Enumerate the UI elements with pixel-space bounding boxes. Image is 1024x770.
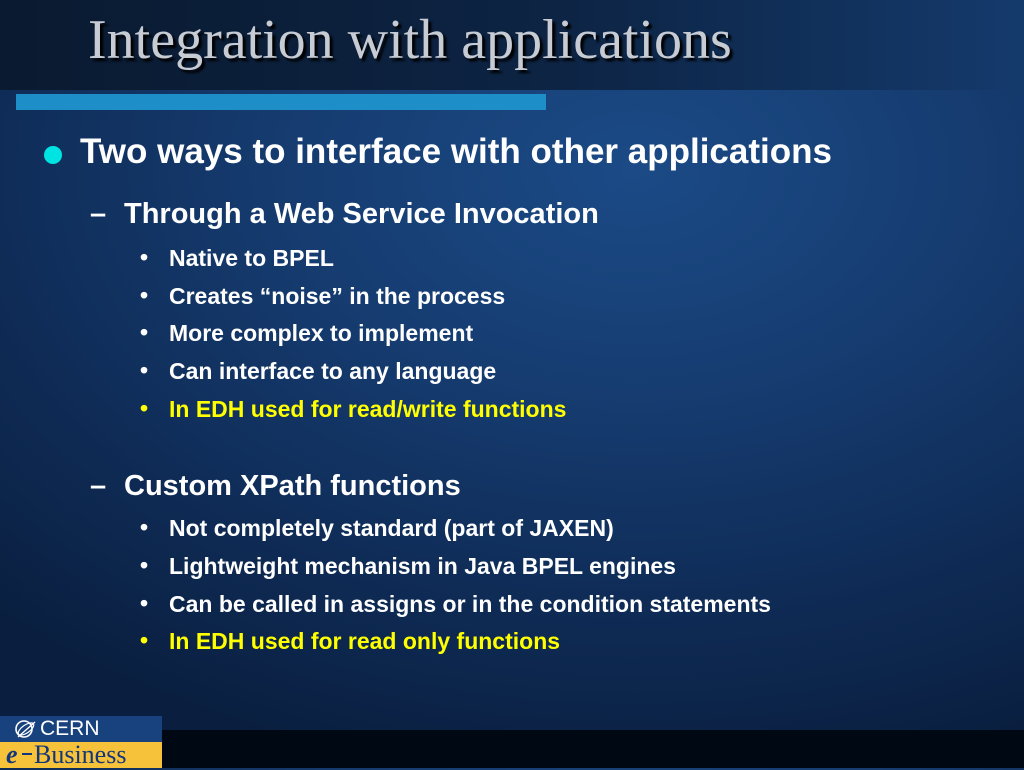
- slide-title: Integration with applications: [88, 9, 732, 71]
- logo-e-letter: e: [6, 740, 18, 769]
- title-bar: Integration with applications: [0, 0, 1024, 90]
- dash-bullet: –: [90, 198, 107, 230]
- logo-dash: [22, 753, 32, 755]
- logo-business: Business: [34, 740, 127, 769]
- list-item-text: Can interface to any language: [169, 358, 497, 384]
- list-item-text: Can be called in assigns or in the condi…: [169, 591, 771, 617]
- list-item-text: Native to BPEL: [169, 245, 334, 271]
- bullet-dot: •: [140, 590, 149, 616]
- logo-organization: CERN: [40, 717, 100, 740]
- bullet-dot: •: [140, 244, 149, 270]
- logo-top-band: CERN: [0, 716, 162, 742]
- title-underline-bar: [16, 94, 546, 110]
- footer-bar: [0, 730, 1024, 768]
- bullet-dot: •: [140, 552, 149, 578]
- list-item-text: Not completely standard (part of JAXEN): [169, 515, 614, 541]
- list-item-text: Lightweight mechanism in Java BPEL engin…: [169, 553, 676, 579]
- bullet-dot: •: [140, 319, 149, 345]
- bullet-dot: •: [140, 395, 149, 421]
- cern-ebusiness-logo: CERN e Business: [0, 716, 162, 769]
- bullet-dot: •: [140, 282, 149, 308]
- bullet-dot: •: [140, 514, 149, 540]
- logo-bottom-band: e Business: [0, 740, 162, 769]
- subheading-text: Through a Web Service Invocation: [124, 198, 599, 230]
- subheading-text: Custom XPath functions: [124, 470, 461, 502]
- cyan-dot-bullet-icon: [44, 146, 62, 164]
- list-item-text: Creates “noise” in the process: [169, 283, 506, 309]
- list-item-text: In EDH used for read only functions: [169, 628, 561, 654]
- bullet-dot: •: [140, 357, 149, 383]
- list-item-text: In EDH used for read/write functions: [169, 396, 567, 422]
- main-bullet-text: Two ways to interface with other applica…: [80, 132, 832, 171]
- cern-emblem-icon: [15, 720, 36, 738]
- list-item-text: More complex to implement: [169, 320, 474, 346]
- dash-bullet: –: [90, 470, 107, 502]
- bullet-dot: •: [140, 627, 149, 653]
